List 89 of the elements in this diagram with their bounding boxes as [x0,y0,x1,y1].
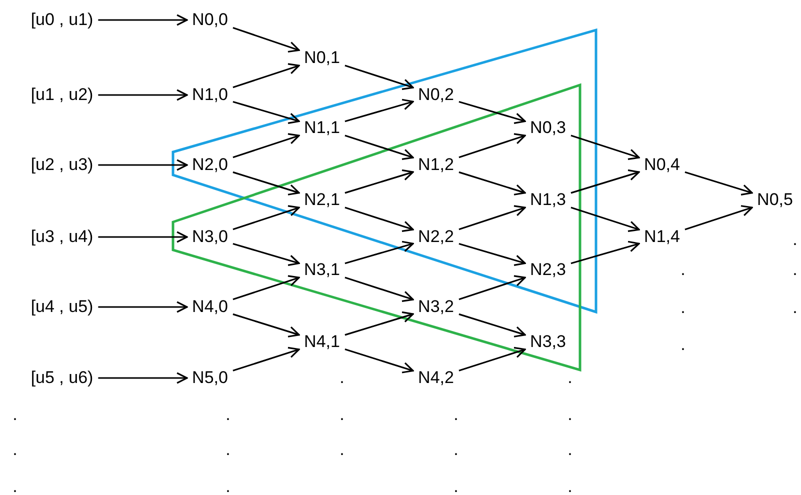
node-label: N0,5 [757,190,793,210]
node-label: N3,1 [304,260,340,280]
arrow [98,159,188,171]
ellipsis-dot: . [12,408,18,422]
ellipsis-dot: . [226,480,230,494]
ellipsis-dot: . [568,408,572,422]
arrow [344,276,414,302]
arrow [458,101,526,124]
arrow [458,133,526,158]
node-label: N3,0 [192,227,228,247]
node-label: N0,3 [530,118,566,138]
ellipsis-dot: . [454,443,458,457]
ellipsis-dot: . [792,233,798,247]
arrow [232,133,300,158]
interval-label: [u2 , u3) [30,155,94,175]
ellipsis-dot: . [226,408,230,422]
arrow [344,64,414,90]
node-label: N5,0 [192,368,228,388]
node-label: N1,1 [304,118,340,138]
ellipsis-dot: . [792,301,798,315]
interval-label: [u4 , u5) [30,297,94,317]
arrow [344,169,414,194]
node-label: N2,1 [304,190,340,210]
arrow [458,243,526,266]
ellipsis-dot: . [454,480,458,494]
ellipsis-dot: . [680,301,686,315]
arrow [232,243,300,266]
arrow [232,101,300,124]
ellipsis-dot: . [568,480,572,494]
arrow [98,301,188,313]
interval-label: [u3 , u4) [30,227,94,247]
ellipsis-dot: . [568,443,572,457]
node-label: N0,0 [192,10,228,30]
arrow [344,240,414,264]
node-label: N3,3 [530,332,566,352]
arrow [344,98,414,122]
node-label: N0,1 [304,48,340,68]
arrow [232,63,300,88]
arrow [98,231,188,243]
arrow [344,134,414,160]
interval-label: [u0 , u1) [30,10,94,30]
node-label: N0,4 [644,155,680,175]
ellipsis-dot: . [12,480,18,494]
ellipsis-dot: . [568,371,572,385]
node-label: N2,3 [530,260,566,280]
node-label: N3,2 [418,297,454,317]
arrow [458,313,526,338]
arrow [98,14,188,26]
arrow [458,171,526,196]
arrow [344,311,414,336]
interval-label: [u5 , u6) [30,368,94,388]
arrow [458,205,526,230]
arrow [232,27,300,53]
arrow [98,89,188,101]
node-label: N4,0 [192,297,228,317]
arrow [232,275,300,300]
node-label: N1,3 [530,190,566,210]
ellipsis-dot: . [792,263,798,277]
node-label: N1,0 [192,85,228,105]
arrow [344,206,414,232]
arrow [458,346,526,372]
node-label: N4,1 [304,332,340,352]
interval-label: [u1 , u2) [30,85,94,105]
ellipsis-dot: . [680,338,686,352]
arrow [344,348,414,374]
arrow [570,206,640,232]
ellipsis-dot: . [340,371,344,385]
node-label: N2,0 [192,155,228,175]
arrow [458,275,526,300]
node-label: N1,4 [644,227,680,247]
arrow [570,169,640,194]
ellipsis-dot: . [226,443,230,457]
ellipsis-dot: . [454,408,458,422]
ellipsis-dot: . [12,443,18,457]
arrow [232,346,300,372]
node-label: N1,2 [418,155,454,175]
ellipsis-dot: . [340,443,344,457]
node-label: N2,2 [418,227,454,247]
arrow [98,372,188,384]
arrow [232,205,300,230]
node-label: N0,2 [418,85,454,105]
ellipsis-dot: . [680,263,686,277]
arrow [232,171,300,196]
ellipsis-dot: . [340,408,344,422]
arrow [570,134,640,160]
node-label: N4,2 [418,368,454,388]
arrow [232,313,300,338]
arrow [684,171,753,196]
arrow [684,205,753,230]
